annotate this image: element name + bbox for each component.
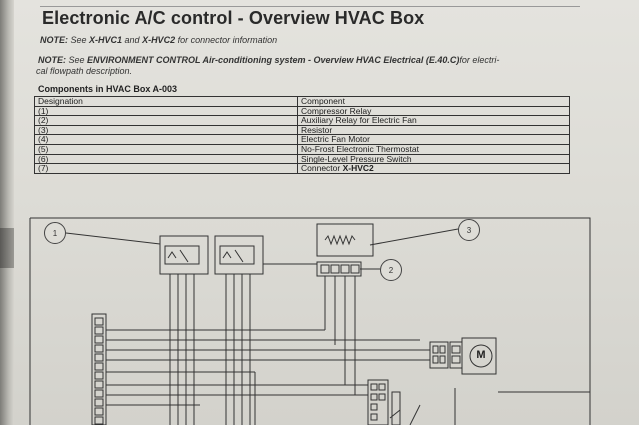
connector-2-outline: [316, 261, 362, 277]
note-text: and: [122, 35, 143, 45]
environment-note-line2: cal flowpath description.: [36, 66, 133, 76]
note-label: NOTE:: [40, 35, 68, 45]
diagram-frame: [30, 217, 591, 425]
resistor-zigzag: [324, 234, 356, 246]
title-rule: [40, 6, 580, 7]
relay-2-contact: [222, 249, 244, 263]
callout-3-leader: [369, 228, 459, 246]
motor-connector: [429, 341, 449, 369]
component-cell: Connector X-HVC2: [297, 163, 570, 174]
callout-3: 3: [458, 219, 480, 241]
note-text: See: [66, 55, 88, 65]
connector-ref-hvc1: X-HVC1: [89, 35, 123, 45]
note-text: for electri-: [459, 55, 500, 65]
environment-note: NOTE: See ENVIRONMENT CONTROL Air-condit…: [38, 55, 499, 65]
binder-tab: [0, 228, 14, 268]
relay-1-contact: [167, 249, 189, 263]
note-label: NOTE:: [38, 55, 66, 65]
component-text: Connector: [301, 163, 343, 174]
compressor-relay-outline: [159, 235, 209, 275]
fan-relay-outline: [214, 235, 264, 275]
page-title: Electronic A/C control - Overview HVAC B…: [42, 8, 425, 28]
components-table: Designation Component (1) Compressor Rel…: [34, 96, 570, 174]
resistor-outline: [316, 223, 374, 257]
connector-ref-hvc2: X-HVC2: [342, 163, 374, 174]
note-text: for connector information: [175, 35, 278, 45]
environment-ref: ENVIRONMENT CONTROL Air-conditioning sys…: [87, 55, 460, 65]
connector-x-hvc2: [91, 313, 107, 425]
callout-1-leader: [65, 232, 161, 245]
compressor-relay-coil: [164, 245, 200, 265]
connector-ref-hvc2: X-HVC2: [142, 35, 176, 45]
callout-1: 1: [44, 222, 66, 244]
table-row: (7) Connector X-HVC2: [34, 163, 570, 174]
connector-note: NOTE: See X-HVC1 and X-HVC2 for connecto…: [40, 35, 277, 45]
motor-label: M: [476, 349, 486, 361]
fan-relay-coil: [219, 245, 255, 265]
fan-motor-housing: [461, 337, 497, 375]
fan-motor-symbol: [469, 344, 493, 368]
binder-spine: [0, 0, 14, 425]
callout-2: 2: [380, 259, 402, 281]
thermostat-connector: [367, 379, 389, 425]
note-text: See: [68, 35, 90, 45]
components-heading: Components in HVAC Box A-003: [38, 84, 178, 94]
